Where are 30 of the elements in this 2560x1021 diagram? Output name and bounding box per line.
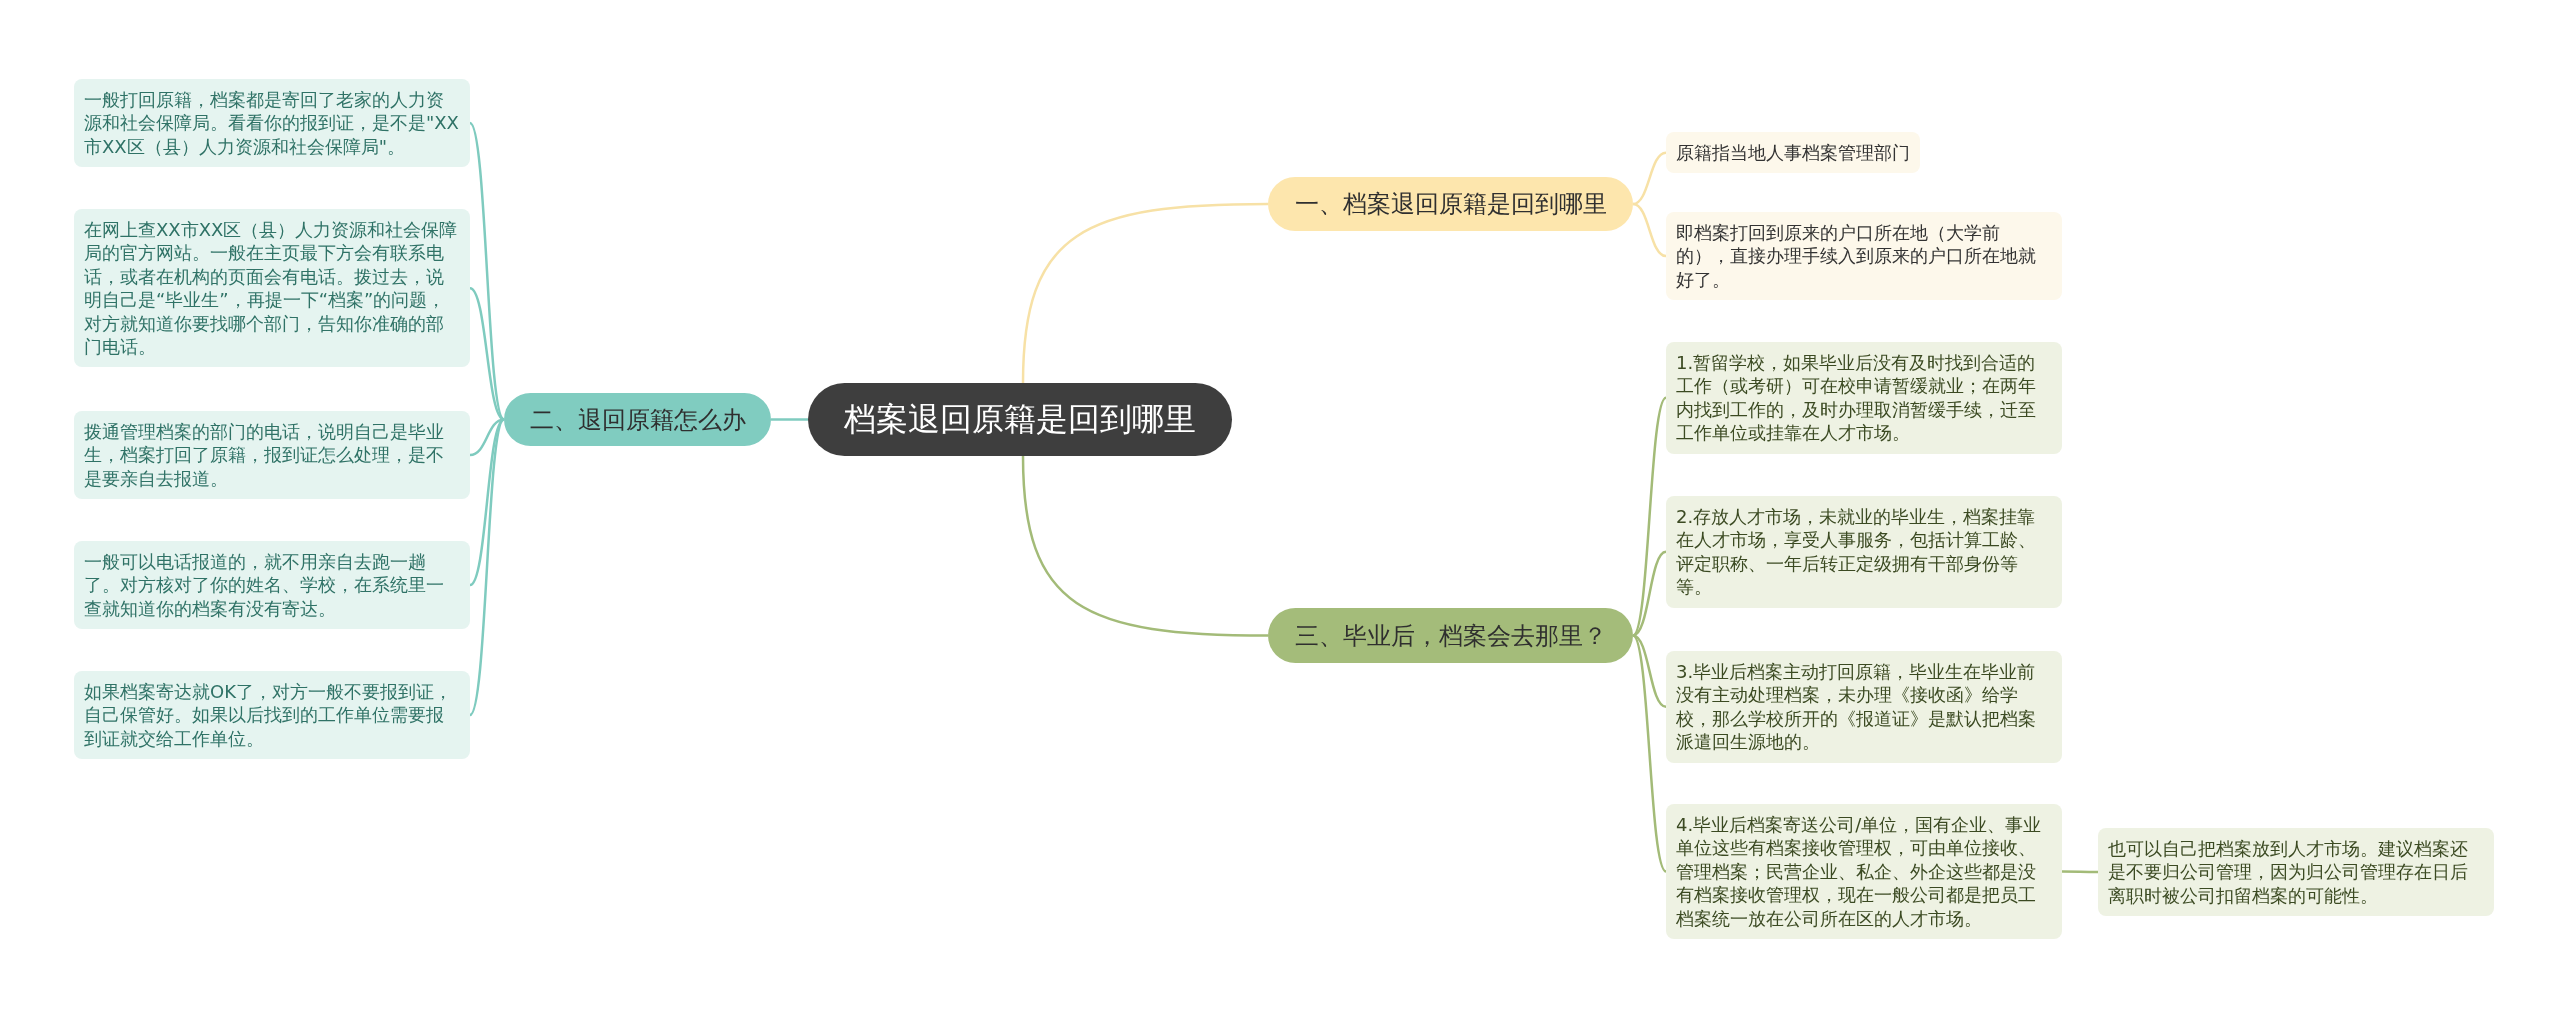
connector-line: [468, 122, 506, 421]
note-card: 即档案打回到原来的户口所在地（大学前的），直接办理手续入到原来的户口所在地就好了。: [1666, 212, 2062, 301]
note-card: 3.毕业后档案主动打回原籍，毕业生在毕业前没有主动处理档案，未办理《接收函》给学校，那么学校所开的《报道证》是默认把档案派遣回生源地的。: [1666, 651, 2062, 763]
connector-line: [2062, 870, 2098, 874]
connector-line: [1021, 202, 1268, 384]
note-card: 1.暂留学校，如果毕业后没有及时找到合适的工作（或考研）可在校申请暂缓就业；在两年内找到工作的，及时办理取消暂缓手续，迁至工作单位或挂靠在人才市场。: [1666, 342, 2062, 454]
note-card: 2.存放人才市场，未就业的毕业生，档案挂靠在人才市场，享受人事服务，包括计算工龄、评定职称、一年后转正定级拥有干部身份等等。: [1666, 496, 2062, 608]
note-card: 一般打回原籍，档案都是寄回了老家的人力资源和社会保障局。看看你的报到证，是不是"XX市XX区（县）人力资源和社会保障局"。: [74, 79, 470, 168]
connector-line: [469, 287, 505, 421]
note-card: 一般可以电话报道的，就不用亲自去跑一趟了。对方核对了你的姓名、学校，在系统里一查就知道你的档案有没有寄达。: [74, 541, 470, 630]
note-card: 如果档案寄达就OK了，对方一般不要报到证，自己保管好。如果以后找到的工作单位需要报到证就交给工作单位。: [74, 671, 470, 760]
note-card: 4.毕业后档案寄送公司/单位，国有企业、事业单位这些有档案接收管理权，可由单位接收、管理档案；民营企业、私企、外企这些都是没有档案接收管理权，现在一般公司都是把员工档案统一放在公司所在区的人才市场。: [1666, 804, 2062, 939]
connector-line: [1632, 202, 1667, 258]
branch-topic: 一、档案退回原籍是回到哪里: [1268, 177, 1633, 231]
connector-line: [1632, 550, 1667, 637]
note-card: 也可以自己把档案放到人才市场。建议档案还是不要归公司管理，因为归公司管理存在日后离职时被公司扣留档案的可能性。: [2098, 828, 2494, 917]
connector-line: [1632, 397, 1667, 637]
connector-line: [468, 418, 506, 716]
connector-line: [1021, 455, 1268, 637]
connector-line: [469, 418, 505, 587]
central-topic: 档案退回原籍是回到哪里: [808, 383, 1232, 456]
note-card: 在网上查XX市XX区（县）人力资源和社会保障局的官方网站。一般在主页最下方会有联系电话，或者在机构的页面会有电话。拨过去，说明自己是“毕业生”，再提一下“档案”的问题，对方就知道你要找哪个部门，告知你准确的部门电话。: [74, 209, 470, 368]
connector-line: [771, 418, 808, 421]
note-card: 拨通管理档案的部门的电话，说明自己是毕业生，档案打回了原籍，报到证怎么处理，是不是要亲自去报道。: [74, 411, 470, 500]
connector-line: [1632, 151, 1667, 206]
connector-line: [1632, 634, 1667, 708]
branch-topic: 三、毕业后，档案会去那里？: [1268, 608, 1633, 663]
connector-line: [1632, 634, 1667, 873]
branch-topic: 二、退回原籍怎么办: [504, 393, 771, 446]
note-card: 原籍指当地人事档案管理部门: [1666, 132, 1920, 174]
